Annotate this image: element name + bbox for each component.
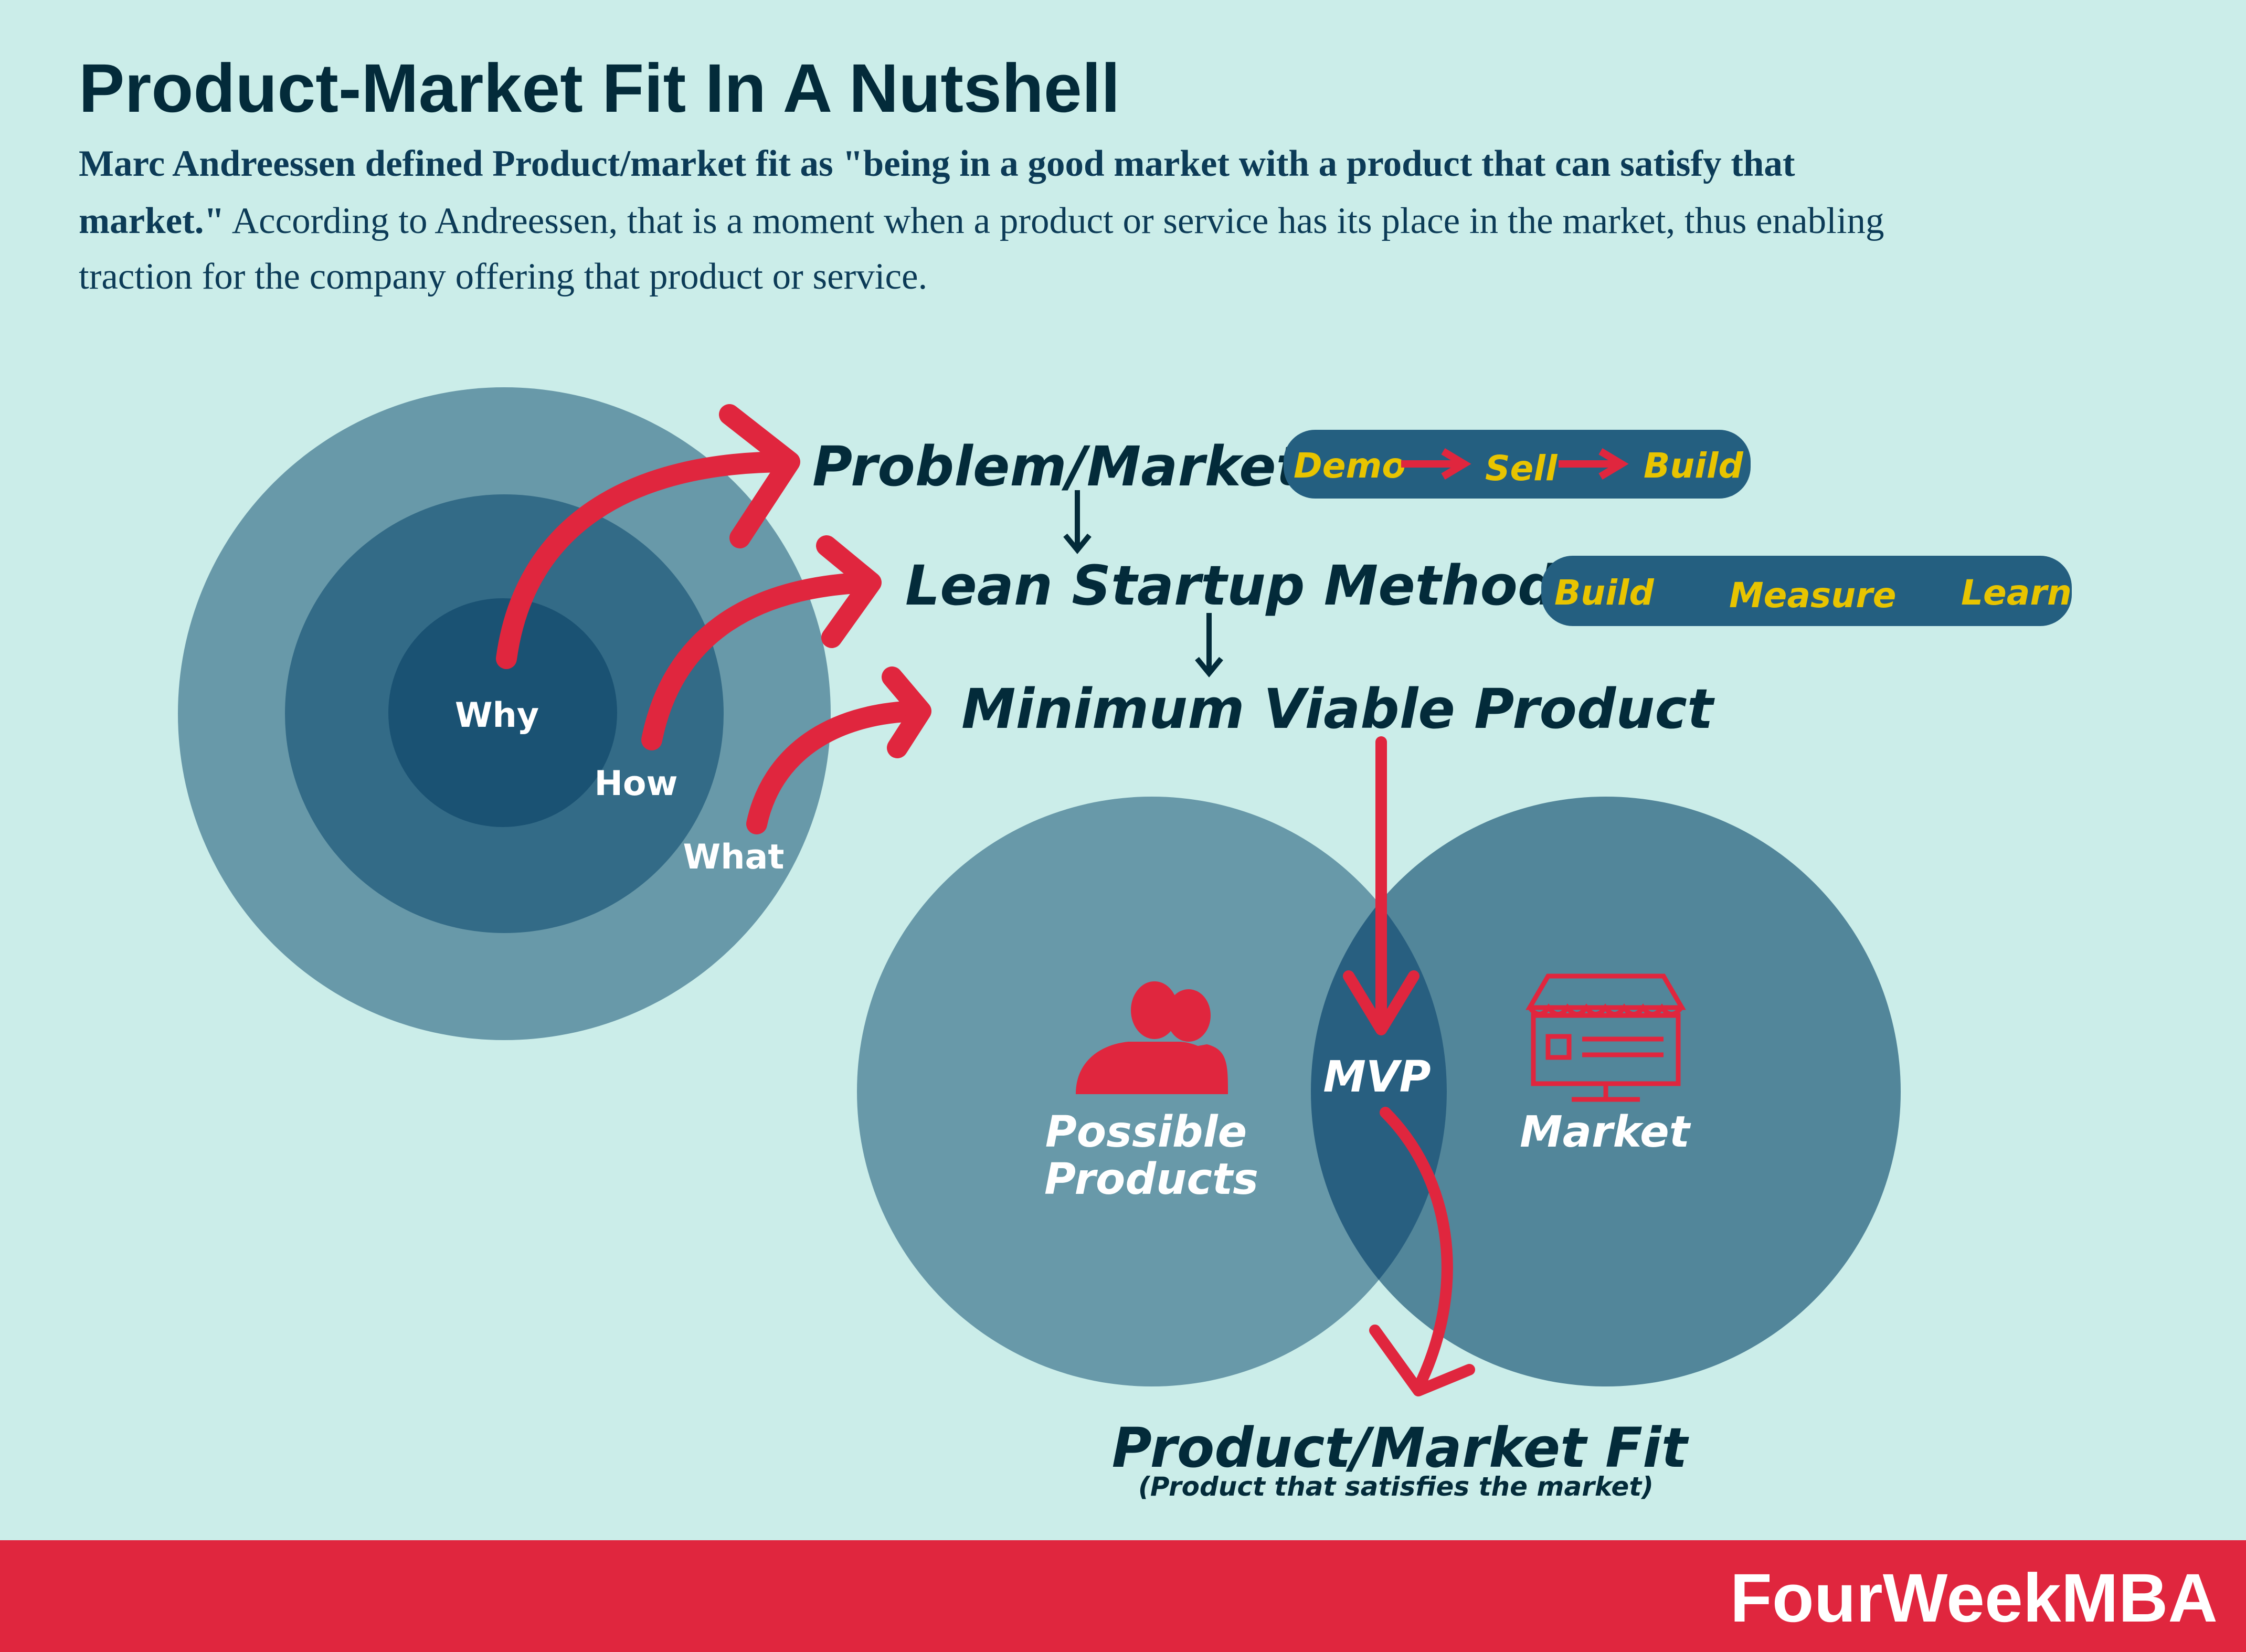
how-arrowhead-icon	[816, 535, 882, 648]
arrow-down-icon	[1195, 613, 1223, 677]
what-arrowhead-icon	[882, 666, 931, 758]
storefront-icon	[1525, 973, 1686, 1102]
why-label: Why	[455, 696, 539, 735]
possible-label: Possible	[1045, 1107, 1247, 1157]
pill-item-sell: Sell	[1485, 448, 1558, 489]
brand-logo: FourWeekMBA	[1730, 1559, 2218, 1636]
products-label: Products	[1044, 1155, 1258, 1204]
pill-build-measure-learn	[1541, 556, 2072, 626]
mvp-down-arrow	[1343, 736, 1419, 1035]
pill-item-demo: Demo	[1294, 446, 1406, 486]
footer-band	[0, 1540, 2246, 1652]
arrow-right-icon	[1559, 448, 1629, 480]
mvp-label: MVP	[1323, 1052, 1431, 1102]
arrow-down-icon	[1063, 490, 1092, 554]
how-label: How	[594, 764, 677, 803]
what-arrow	[746, 701, 926, 834]
subtitle-line-3: traction for the company offering that p…	[79, 256, 927, 297]
fit-arrowhead-icon	[1369, 1325, 1475, 1396]
market-label: Market	[1520, 1107, 1691, 1157]
pill-item-build: Build	[1644, 446, 1744, 486]
how-arrow	[641, 572, 876, 750]
circle-why	[388, 598, 617, 827]
why-arrowhead-icon	[719, 404, 800, 548]
product-market-fit-label: Product/Market Fit	[1112, 1416, 1689, 1480]
subtitle-line-2-rest: According to Andreessen, that is a momen…	[225, 200, 1884, 241]
fit-curved-arrow	[1380, 1107, 1453, 1391]
why-arrow	[496, 451, 798, 669]
pill-item-build: Build	[1554, 573, 1655, 613]
product-market-fit-subtitle: (Product that satisfies the market)	[1138, 1471, 1654, 1502]
subtitle-line-1: Marc Andreessen defined Product/market f…	[79, 143, 1795, 184]
pill-demo-sell-build	[1284, 430, 1751, 499]
what-label: What	[683, 838, 785, 877]
pill-item-measure: Measure	[1729, 575, 1897, 616]
subtitle-line-2: market." According to Andreessen, that i…	[79, 200, 1884, 241]
subtitle-line-2-bold: market."	[79, 200, 225, 241]
page-title: Product-Market Fit In A Nutshell	[79, 49, 1120, 126]
pill-item-learn: Learn	[1961, 573, 2072, 613]
mvp-step-label: Minimum Viable Product	[961, 677, 1715, 741]
arrow-right-icon	[1401, 448, 1471, 480]
people-icon	[1076, 981, 1228, 1094]
